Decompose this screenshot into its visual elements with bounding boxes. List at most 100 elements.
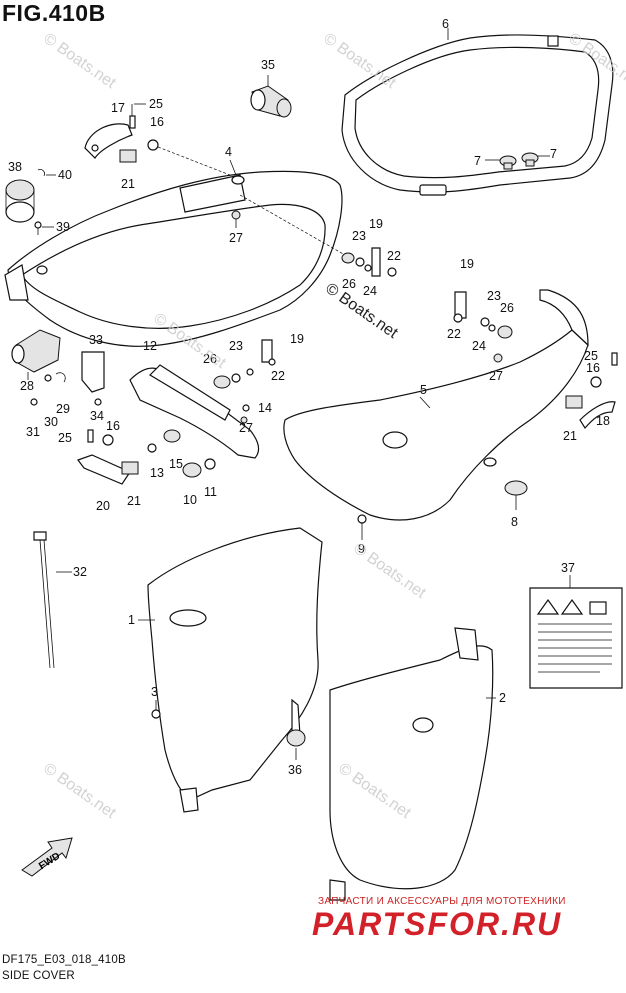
callout-10[interactable]: 10 <box>183 493 197 507</box>
callout-16[interactable]: 16 <box>106 419 120 433</box>
callout-7[interactable]: 7 <box>550 147 557 161</box>
callout-37[interactable]: 37 <box>561 561 575 575</box>
callout-3[interactable]: 3 <box>151 685 158 699</box>
callout-24[interactable]: 24 <box>472 339 486 353</box>
spring-part-16c[interactable] <box>590 376 602 388</box>
screw-part-39[interactable] <box>34 221 42 235</box>
callout-19[interactable]: 19 <box>290 332 304 346</box>
clip-part-21a[interactable] <box>119 149 137 163</box>
washer-part-24a[interactable] <box>364 264 372 272</box>
callout-29[interactable]: 29 <box>56 402 70 416</box>
bolt-part-27a[interactable] <box>231 210 241 228</box>
washer-part-11[interactable] <box>204 458 216 470</box>
callout-25[interactable]: 25 <box>58 431 72 445</box>
screw-part-13[interactable] <box>147 443 157 453</box>
screw-part-22c[interactable] <box>268 358 276 366</box>
pin-part-25c[interactable] <box>611 352 618 366</box>
upper-side-cover-part-4[interactable] <box>4 170 343 347</box>
washer-part-23c[interactable] <box>231 373 241 383</box>
bushing-part-15[interactable] <box>163 429 181 443</box>
clip-part-21c[interactable] <box>565 395 583 409</box>
screw-part-22a[interactable] <box>387 267 397 277</box>
callout-20[interactable]: 20 <box>96 499 110 513</box>
callout-26[interactable]: 26 <box>500 301 514 315</box>
washer-part-24b[interactable] <box>488 324 496 332</box>
callout-39[interactable]: 39 <box>56 220 70 234</box>
pin-part-25b[interactable] <box>87 429 94 443</box>
callout-30[interactable]: 30 <box>44 415 58 429</box>
upper-side-cover-part-5[interactable] <box>283 289 589 521</box>
pin-part-25a[interactable] <box>129 115 136 129</box>
callout-1[interactable]: 1 <box>128 613 135 627</box>
callout-15[interactable]: 15 <box>169 457 183 471</box>
screw-part-9[interactable] <box>357 514 367 540</box>
grommet-part-7a[interactable] <box>499 155 517 170</box>
bracket-part-19a[interactable] <box>371 247 381 277</box>
callout-6[interactable]: 6 <box>442 17 449 31</box>
grommet-part-28[interactable] <box>11 329 61 373</box>
callout-13[interactable]: 13 <box>150 466 164 480</box>
callout-9[interactable]: 9 <box>358 542 365 556</box>
screw-part-14[interactable] <box>242 404 250 412</box>
callout-32[interactable]: 32 <box>73 565 87 579</box>
callout-21[interactable]: 21 <box>127 494 141 508</box>
callout-19[interactable]: 19 <box>369 217 383 231</box>
callout-5[interactable]: 5 <box>420 383 427 397</box>
callout-16[interactable]: 16 <box>586 361 600 375</box>
callout-27[interactable]: 27 <box>489 369 503 383</box>
seal-ring-part-6[interactable] <box>341 34 614 196</box>
callout-7[interactable]: 7 <box>474 154 481 168</box>
callout-16[interactable]: 16 <box>150 115 164 129</box>
callout-31[interactable]: 31 <box>26 425 40 439</box>
plug-part-35[interactable] <box>250 85 292 118</box>
callout-27[interactable]: 27 <box>229 231 243 245</box>
callout-22[interactable]: 22 <box>447 327 461 341</box>
clip-part-21b[interactable] <box>121 461 139 475</box>
callout-35[interactable]: 35 <box>261 58 275 72</box>
bushing-part-26b[interactable] <box>497 325 513 339</box>
callout-27[interactable]: 27 <box>239 421 253 435</box>
callout-36[interactable]: 36 <box>288 763 302 777</box>
callout-11[interactable]: 11 <box>204 485 217 499</box>
callout-26[interactable]: 26 <box>203 352 217 366</box>
bracket-part-12[interactable] <box>129 364 260 459</box>
callout-22[interactable]: 22 <box>387 249 401 263</box>
bracket-part-19c[interactable] <box>261 339 273 363</box>
washer-part-23b[interactable] <box>480 317 490 327</box>
plug-part-36[interactable] <box>286 729 306 747</box>
callout-33[interactable]: 33 <box>89 333 103 347</box>
bolt-part-27c[interactable] <box>240 416 248 424</box>
callout-17[interactable]: 17 <box>111 101 125 115</box>
callout-22[interactable]: 22 <box>271 369 285 383</box>
grommet-part-10[interactable] <box>182 462 202 478</box>
callout-23[interactable]: 23 <box>352 229 366 243</box>
spring-part-16a[interactable] <box>147 139 159 151</box>
spring-part-16b[interactable] <box>102 434 114 446</box>
latch-part-17[interactable] <box>84 123 133 159</box>
lower-side-cover-part-2[interactable] <box>329 627 494 901</box>
cable-tie-part-32[interactable] <box>33 531 55 669</box>
callout-8[interactable]: 8 <box>511 515 518 529</box>
bushing-part-26a[interactable] <box>341 252 355 264</box>
callout-24[interactable]: 24 <box>363 284 377 298</box>
callout-23[interactable]: 23 <box>229 339 243 353</box>
washer-part-24c[interactable] <box>246 368 254 376</box>
screw-part-3[interactable] <box>151 709 161 719</box>
callout-34[interactable]: 34 <box>90 409 104 423</box>
screw-part-30[interactable] <box>44 374 52 382</box>
lower-side-cover-part-1[interactable] <box>147 527 323 813</box>
sleeve-part-38[interactable] <box>5 179 35 223</box>
callout-23[interactable]: 23 <box>487 289 501 303</box>
bushing-part-26c[interactable] <box>213 375 231 389</box>
latch-part-18[interactable] <box>579 401 616 430</box>
callout-18[interactable]: 18 <box>596 414 610 428</box>
grommet-part-7b[interactable] <box>521 152 539 167</box>
callout-14[interactable]: 14 <box>258 401 272 415</box>
latch-part-20[interactable] <box>77 454 131 485</box>
screw-part-34[interactable] <box>94 398 102 406</box>
callout-4[interactable]: 4 <box>225 145 232 159</box>
clip-part-29[interactable] <box>55 372 66 383</box>
clip-part-40[interactable] <box>37 169 45 177</box>
caution-label-part-37[interactable] <box>529 587 623 689</box>
callout-21[interactable]: 21 <box>563 429 577 443</box>
